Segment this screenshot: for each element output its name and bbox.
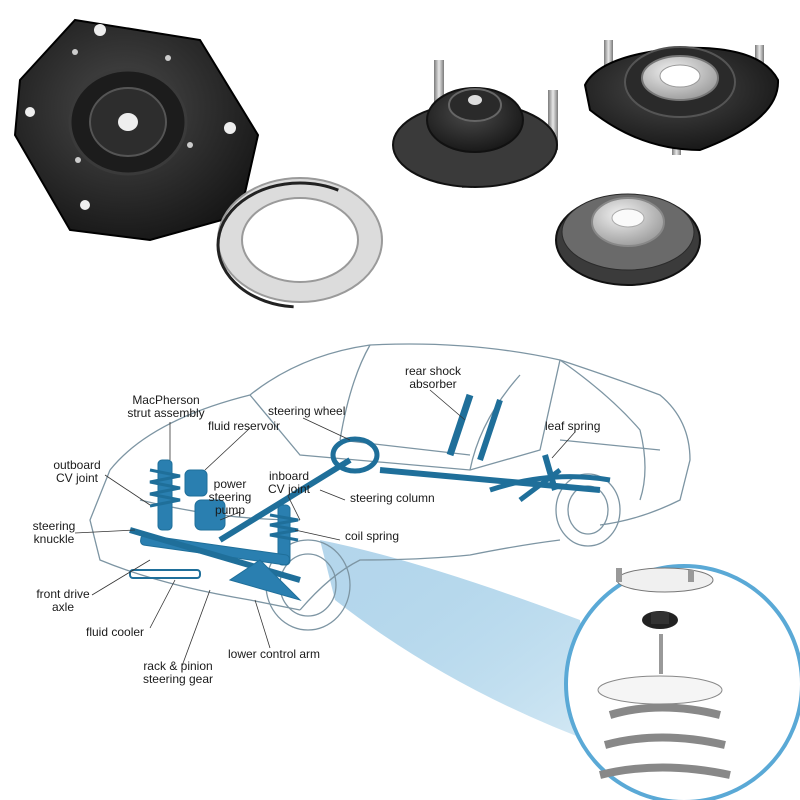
label-macpherson-strut: MacPherson strut assembly xyxy=(127,393,205,420)
label-power-steering-pump: power steering pump xyxy=(208,477,252,517)
label-rear-shock-absorber: rear shock absorber xyxy=(404,364,462,391)
label-steering-wheel: steering wheel xyxy=(268,404,346,418)
strut-mount-products xyxy=(13,18,780,309)
label-steering-knuckle: steering knuckle xyxy=(32,519,76,546)
triangular-strut-mount xyxy=(583,40,780,155)
label-coil-spring: coil spring xyxy=(345,529,400,543)
label-steering-column: steering column xyxy=(350,491,435,505)
magnifier-inset xyxy=(564,564,800,800)
round-bearing-mount xyxy=(555,193,701,286)
magnifier-beam xyxy=(320,540,600,745)
label-rack-pinion-steering-gear: rack & pinion steering gear xyxy=(142,659,214,686)
label-leaf-spring: leaf spring xyxy=(545,419,601,433)
label-fluid-reservoir: fluid reservoir xyxy=(208,419,281,433)
stud-strut-mount xyxy=(392,60,558,188)
bearing-ring xyxy=(216,177,384,309)
plate-strut-mount xyxy=(13,18,260,242)
suspension-components xyxy=(129,393,611,602)
leader-lines xyxy=(74,389,576,667)
label-fluid-cooler: fluid cooler xyxy=(86,625,145,639)
label-outboard-cv-joint: outboard CV joint xyxy=(53,458,101,485)
label-lower-control-arm: lower control arm xyxy=(228,647,321,661)
label-inboard-cv-joint: inboard CV joint xyxy=(267,469,311,496)
label-front-drive-axle: front drive axle xyxy=(36,587,90,614)
